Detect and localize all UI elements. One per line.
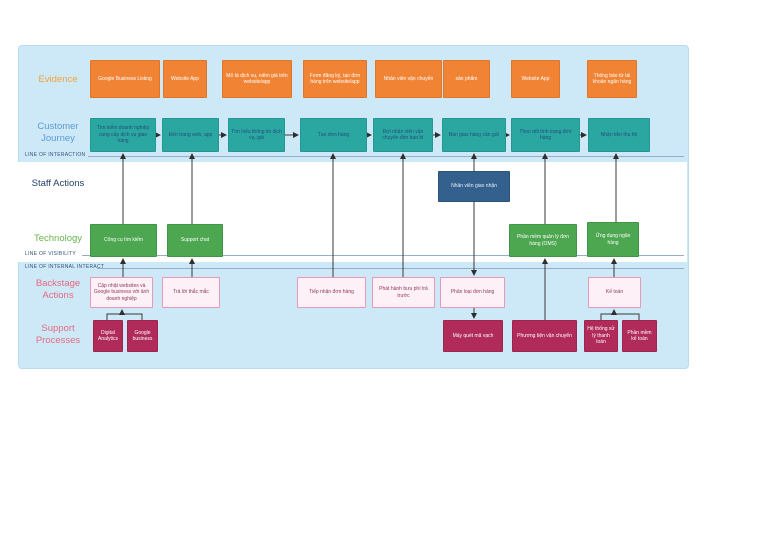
journey-box-search-business: Tìm kiếm doanh nghiệp cung cấp dịch vụ g… xyxy=(90,118,156,152)
row-label-technology: Technology xyxy=(33,233,83,244)
support-box-digital-analytics: Digital Analytics xyxy=(93,320,123,352)
evidence-box-website-app-1: Website App xyxy=(163,60,207,98)
line-of-visibility-label: LINE OF VISIBILITY xyxy=(25,251,76,257)
support-box-google-business: Google business xyxy=(127,320,158,352)
evidence-box-delivery-staff: Nhân viên vận chuyển xyxy=(375,60,442,98)
journey-box-create-order: Tạo đơn hàng xyxy=(300,118,367,152)
journey-box-receive-cod: Nhận tiền thu hộ xyxy=(588,118,650,152)
support-box-payment-system: Hệ thống xử lý thanh toán xyxy=(584,320,618,352)
line-of-internal-interaction-label: LINE OF INTERNAL INTERACT xyxy=(25,264,105,270)
evidence-box-service-description: Mô tả dịch vụ, niêm giá trên website/app xyxy=(222,60,292,98)
support-box-accounting-software: Phần mềm kế toán xyxy=(622,320,657,352)
line-of-interaction-label: LINE OF INTERACTION xyxy=(25,152,86,158)
evidence-box-google-business-listing: Google Business Listing xyxy=(90,60,160,98)
backstage-box-issue-prepaid-postage: Phát hành bưu phí trả trước xyxy=(372,277,435,308)
evidence-box-website-app-2: Website App xyxy=(511,60,560,98)
row-label-support-processes: Support Processes xyxy=(35,323,81,346)
row-label-staff-actions: Staff Actions xyxy=(31,178,85,189)
technology-box-support-chat: Support chat xyxy=(167,224,223,257)
backstage-box-update-listings: Cập nhật websites và Google business với… xyxy=(90,277,153,308)
row-label-backstage-actions: Backstage Actions xyxy=(35,278,81,301)
backstage-box-receive-order: Tiếp nhận đơn hàng xyxy=(297,277,366,308)
support-box-barcode-scanner: Máy quét mã vạch xyxy=(443,320,503,352)
evidence-box-product: sản phẩm xyxy=(443,60,490,98)
backstage-box-sort-orders: Phân loại đơn hàng xyxy=(440,277,505,308)
evidence-box-order-form: Form đăng ký, tạo đơn hàng trên website/… xyxy=(303,60,367,98)
staff-box-delivery-agent: Nhân viên giao nhận xyxy=(438,171,510,202)
journey-box-wait-for-courier: Đợi nhân viên vận chuyển đến bao bì xyxy=(373,118,433,152)
technology-box-search-engine: Công cụ tìm kiếm xyxy=(90,224,157,257)
line-of-interaction-rule xyxy=(88,156,684,157)
technology-box-oms: Phần mềm quản lý đơn hàng (OMS) xyxy=(509,224,577,257)
row-label-customer-journey: Customer Journey xyxy=(37,121,79,144)
backstage-box-answer-questions: Trả lời thắc mắc xyxy=(162,277,220,308)
row-label-evidence: Evidence xyxy=(38,74,78,85)
line-of-internal-interaction-rule xyxy=(97,268,684,269)
journey-box-visit-website: Đến trang web, app xyxy=(162,118,219,152)
backstage-box-accounting: Kế toán xyxy=(588,277,641,308)
support-box-transport-vehicles: Phương tiện vận chuyển xyxy=(512,320,577,352)
technology-box-banking-app: Ứng dụng ngân hàng xyxy=(587,222,639,257)
line-of-visibility-rule xyxy=(82,255,684,256)
journey-box-track-order: Theo dõi tình trạng đơn hàng xyxy=(511,118,580,152)
evidence-box-bank-notification: Thông báo từ tài khoản ngân hàng xyxy=(587,60,637,98)
journey-box-learn-service-info: Tìm hiểu thông tin dịch vụ, giá xyxy=(228,118,285,152)
journey-box-handover-goods: Bàn giao hàng cần gửi xyxy=(442,118,506,152)
